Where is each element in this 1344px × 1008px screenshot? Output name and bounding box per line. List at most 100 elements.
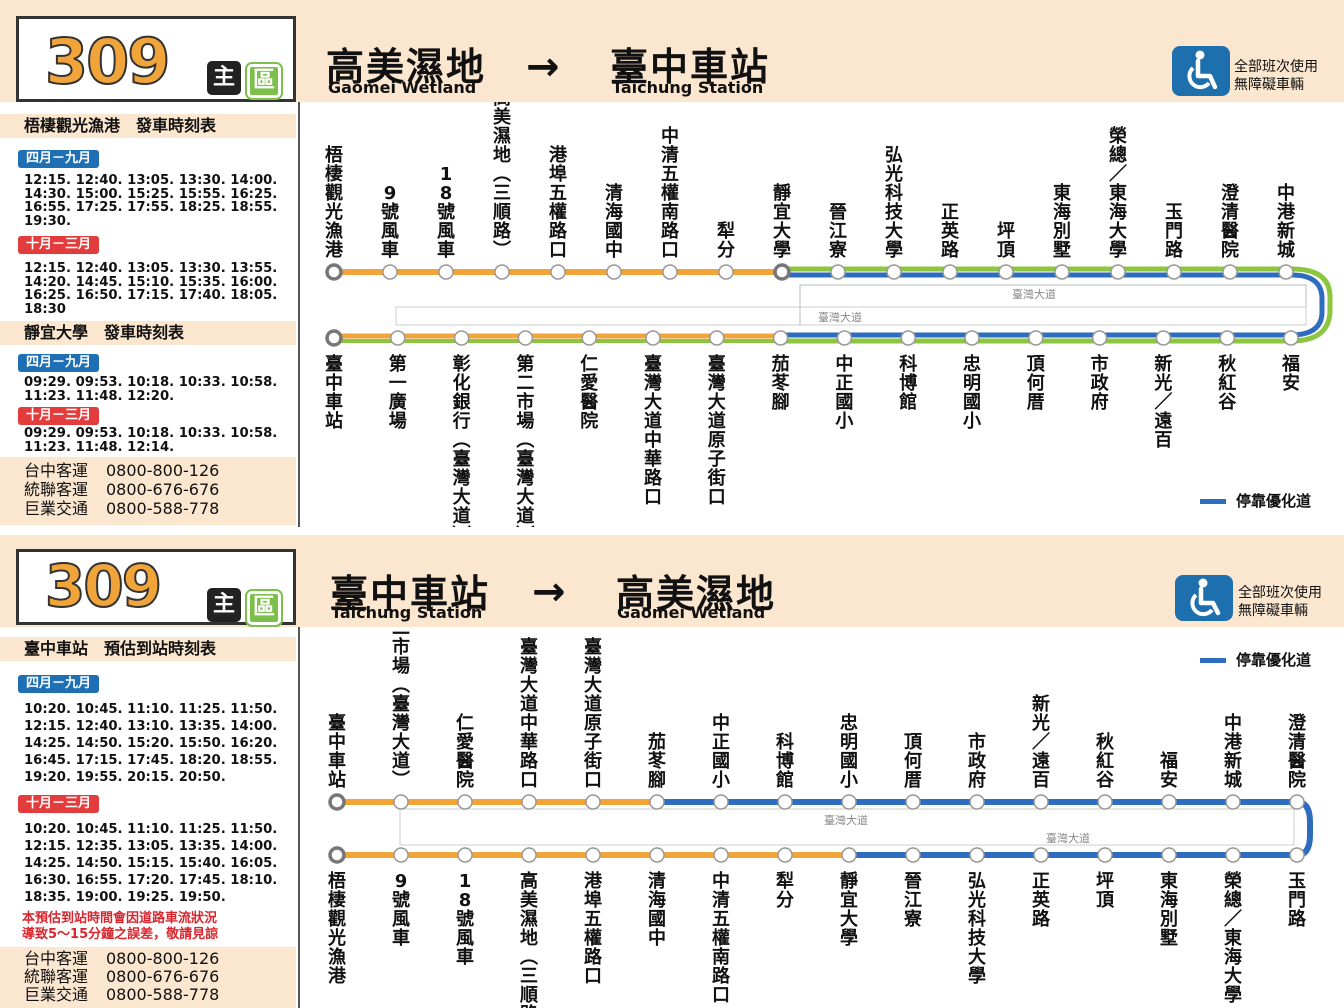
stop-label: 頂何厝 [904, 732, 923, 791]
stop-marker [585, 847, 601, 863]
stop-marker [521, 794, 537, 810]
stop-label: 彰化銀行︵臺灣大道︶ [452, 353, 471, 527]
stop-marker [645, 330, 661, 346]
accessibility-line-1: 全部班次使用 [1238, 585, 1322, 601]
stop-label: 福安 [1281, 353, 1300, 394]
delay-notice: 本預估到站時間會因道路車流狀況 導致5～15分鐘之誤差，敬請見諒 [22, 911, 218, 943]
stop-label: 犁分 [776, 870, 794, 911]
contact-row: 巨業交通 0800-588-778 [24, 986, 219, 1004]
stop-marker [900, 330, 916, 346]
stop-label: 中正國小 [712, 712, 730, 791]
stop-label: 澄清醫院 [1221, 182, 1240, 261]
origin-title: 臺中車站 [330, 572, 491, 616]
route-line-green [1290, 266, 1333, 344]
stop-label: 犁分 [717, 220, 735, 261]
stop-marker [1166, 264, 1182, 280]
stop-label: 梧棲觀光漁港 [327, 870, 347, 987]
route-panel-outbound: 309 主 區 高美濕地 Gaomei Wetland → 臺中車站 Taich… [0, 0, 1344, 527]
stop-marker [585, 794, 601, 810]
header-bar: 309 主 區 高美濕地 Gaomei Wetland → 臺中車站 Taich… [0, 0, 1344, 102]
stop-label: 茄苳腳 [771, 353, 791, 413]
departure-times: 12:15. 12:40. 13:05. 13:30. 14:00. 14:30… [24, 173, 278, 229]
road-label: 臺灣大道 [1046, 831, 1090, 845]
operator-phone: 0800-800-126 [106, 461, 220, 480]
road-label: 臺灣大道 [824, 813, 868, 827]
stop-label: 仁愛醫院 [580, 353, 598, 432]
timetable-sidebar: 梧棲觀光漁港 發車時刻表 四月－九月 12:15. 12:40. 13:05. … [0, 102, 300, 527]
stop-marker [393, 794, 409, 810]
stop-marker [1289, 794, 1305, 810]
stop-marker [517, 330, 534, 346]
origin-title: 高美濕地 [326, 45, 487, 89]
stop-marker [521, 847, 537, 863]
header-bar: 309 主 區 臺中車站 Taichung Station → 高美濕地 Gao… [0, 535, 1344, 627]
operator-phone: 0800-676-676 [106, 967, 220, 986]
destination-subtitle: Taichung Station [612, 78, 764, 97]
operator-name: 巨業交通 [24, 985, 89, 1004]
timetable-heading: 梧棲觀光漁港 發車時刻表 [0, 114, 296, 138]
stop-marker [1028, 330, 1044, 346]
stop-label: 晉江寮 [903, 871, 923, 930]
accessibility-line-2: 無障礙車輛 [1234, 77, 1304, 93]
delay-notice-line-1: 本預估到站時間會因道路車流狀況 [22, 911, 218, 926]
timetable-sidebar: 臺中車站 預估到站時刻表 四月－九月 10:20. 10:45. 11:10. … [0, 627, 300, 1008]
accessibility-line-1: 全部班次使用 [1234, 59, 1318, 75]
stop-label: 晉江寮 [828, 202, 848, 261]
departure-times: 09:29. 09:53. 10:18. 10:33. 10:58. 11:23… [24, 426, 278, 455]
season-badge-winter: 十月－三月 [18, 236, 100, 254]
zone-badge: 區 [245, 589, 283, 627]
stop-marker [438, 264, 454, 280]
stop-label: 靜宜大學 [840, 870, 858, 949]
stop-marker [1283, 330, 1299, 346]
stop-label: 中清五權南路口 [712, 870, 731, 1006]
stop-label: 茄苳腳 [647, 731, 667, 791]
stop-marker [905, 847, 921, 863]
route-number: 309 [44, 551, 163, 621]
stop-label: 港埠五權路口 [584, 871, 603, 987]
stop-marker [1222, 264, 1238, 280]
stop-label: 忠明國小 [840, 713, 858, 791]
stop-marker [390, 330, 406, 346]
operator-name: 台中客運 [24, 949, 89, 968]
stop-marker [328, 793, 346, 811]
legend-label: 停靠優化道 [1236, 492, 1312, 510]
stop-label: 正英路 [940, 202, 960, 261]
operator-name: 巨業交通 [24, 499, 89, 518]
timetable-heading: 臺中車站 預估到站時刻表 [0, 637, 296, 661]
arrival-times: 10:20. 10:45. 11:10. 11:25. 11:50. 12:15… [24, 822, 278, 905]
departure-times: 09:29. 09:53. 10:18. 10:33. 10:58. 11:23… [24, 375, 278, 404]
route-logo: 309 主 區 [16, 549, 296, 627]
origin-subtitle: Taichung Station [331, 603, 483, 622]
legend-swatch [1200, 499, 1226, 504]
stop-marker [649, 794, 665, 810]
stop-marker [581, 330, 597, 346]
stop-label: 高美濕地︵三順路︶ [520, 870, 539, 1008]
destination-title: 臺中車站 [610, 45, 771, 89]
operator-phone: 0800-588-778 [106, 985, 220, 1004]
stop-marker [328, 846, 346, 864]
stop-marker [393, 847, 409, 863]
season-badge-winter: 十月－三月 [18, 407, 100, 425]
delay-notice-line-2: 導致5～15分鐘之誤差，敬請見諒 [22, 927, 219, 942]
stop-marker [886, 264, 902, 280]
stop-label: 忠明國小 [963, 354, 981, 432]
departure-times: 12:15. 12:40. 13:05. 13:30. 13:55. 14:20… [24, 261, 278, 317]
route-panel-inbound: 309 主 區 臺中車站 Taichung Station → 高美濕地 Gao… [0, 535, 1344, 1008]
road-outline [395, 306, 1307, 326]
stop-marker [1289, 847, 1305, 863]
stop-marker [709, 330, 725, 346]
route-logo: 309 主 區 [16, 16, 296, 102]
stop-label: 科博館 [776, 731, 794, 791]
stop-marker [713, 847, 729, 863]
stop-marker [649, 847, 665, 863]
direction-arrow: → [532, 569, 566, 615]
stop-label: 臺灣大道原子街口 [583, 636, 602, 791]
operator-phone: 0800-588-778 [106, 499, 220, 518]
stop-marker [718, 264, 734, 280]
stop-marker [1054, 264, 1070, 280]
